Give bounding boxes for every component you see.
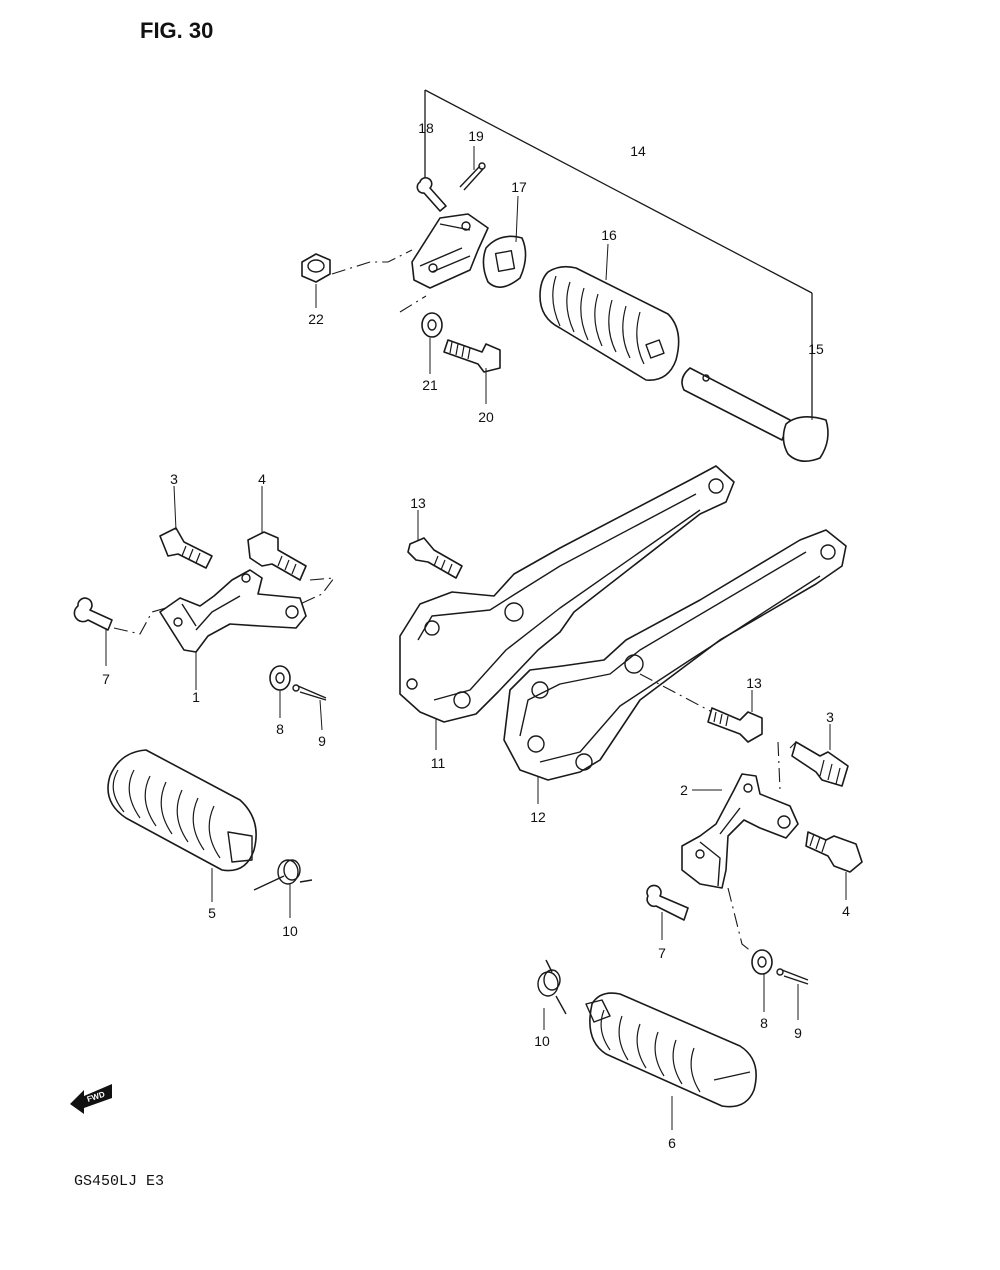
footrest-rubber-16 [539,265,680,381]
nut-22 [301,253,331,283]
footrest-bracket-top [411,213,489,289]
pin-7-right [646,884,689,921]
callout-2: 2 [680,782,688,798]
leader-washer-8-right [727,887,753,953]
footrest-plate-11 [399,465,735,723]
bolt-13-top [407,537,463,579]
callout-14: 14 [630,143,646,159]
callout-labels: 18 19 14 17 16 22 21 20 15 3 4 13 7 1 8 … [102,120,850,1151]
fwd-arrow-icon: FWD [70,1084,112,1114]
spring-10-left [253,859,313,891]
bracket-1-left [159,569,307,653]
callout-9-right: 9 [794,1025,802,1041]
washer-8-left [269,665,291,691]
cotter-pin-9-right [776,968,809,985]
footrest-5-left [107,749,257,872]
bolt-3-left [159,527,213,569]
callout-3-right: 3 [826,709,834,725]
callout-17: 17 [511,179,527,195]
callout-9-left: 9 [318,733,326,749]
callout-7-right: 7 [658,945,666,961]
clevis-pin-18 [416,176,447,212]
callout-5: 5 [208,905,216,921]
callout-19: 19 [468,128,484,144]
callout-21: 21 [422,377,438,393]
leader-pin-7-left [113,607,167,635]
callout-11: 11 [431,755,446,771]
bolt-3-right [791,741,849,787]
leader-washer-21 [399,295,427,313]
cotter-pin-19 [459,162,486,191]
callout-4-left: 4 [258,471,266,487]
callout-13-top: 13 [410,495,426,511]
footrest-plate-12 [503,529,847,781]
callout-10-right: 10 [534,1033,550,1049]
callout-8-right: 8 [760,1015,768,1031]
callout-8-left: 8 [276,721,284,737]
callout-1: 1 [192,689,200,705]
callout-18: 18 [418,120,434,136]
callout-3-left: 3 [170,471,178,487]
plate-17 [482,235,527,288]
pin-7-left [73,597,113,631]
footrest-shaft-15 [681,367,829,462]
bolt-4-left [247,531,307,581]
model-code: GS450LJ E3 [74,1173,164,1190]
washer-8-right [751,949,773,975]
callout-22: 22 [308,311,324,327]
callout-10-left: 10 [282,923,298,939]
callout-6: 6 [668,1135,676,1151]
callout-20: 20 [478,409,494,425]
bracket-2-right [681,773,799,889]
callout-4-right: 4 [842,903,850,919]
bolt-20 [443,339,501,373]
cotter-pin-9-left [292,684,327,701]
leader-bolt-4-left [299,577,336,605]
callout-7-left: 7 [102,671,110,687]
bolt-4-right [805,831,863,873]
leader-nut-22 [331,249,413,275]
washer-21 [421,312,443,338]
spring-10-right [537,959,567,1015]
bolt-13-right [707,707,763,743]
leader-bolt-3-right [777,741,797,791]
footrest-6-right [585,992,757,1108]
callout-leaders [105,138,847,1130]
figure-title: FIG. 30 [140,18,213,43]
callout-13-right: 13 [746,675,762,691]
callout-16: 16 [601,227,617,243]
callout-15: 15 [808,341,824,357]
leader-bolt-13-right [639,673,713,713]
callout-12: 12 [530,809,546,825]
